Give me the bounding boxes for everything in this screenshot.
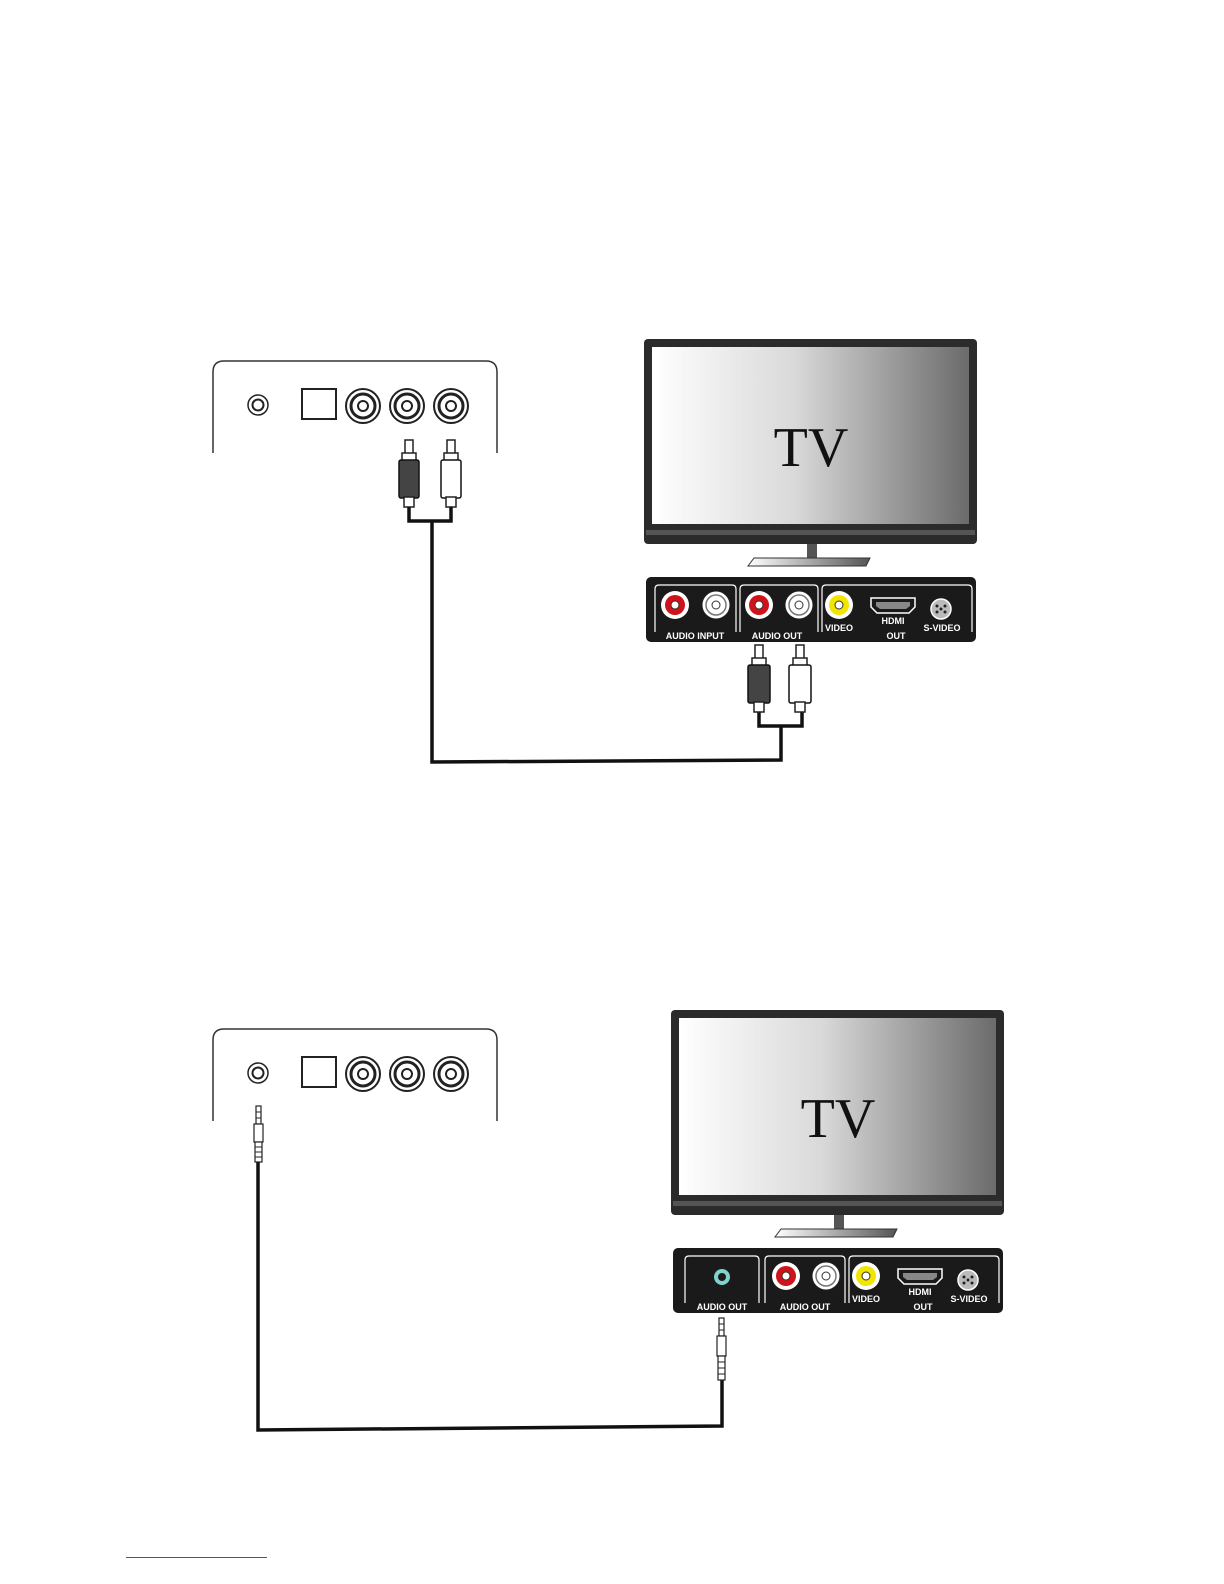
audio-plug-35mm-icon (717, 1318, 726, 1380)
hdmi-port-icon (871, 598, 915, 613)
video-label: VIDEO (825, 623, 853, 633)
svideo-label: S-VIDEO (950, 1294, 987, 1304)
tv-icon: TV (671, 1010, 1004, 1237)
rca-port-icon (346, 389, 380, 423)
power-jack-icon (248, 1063, 268, 1083)
audio-out-label: AUDIO OUT (752, 631, 803, 641)
footer-divider (126, 1557, 267, 1558)
svideo-label: S-VIDEO (923, 623, 960, 633)
out-label: OUT (887, 631, 907, 641)
out-label: OUT (914, 1302, 934, 1312)
yellow-jack-icon (825, 591, 853, 619)
rca-plug-black-icon (748, 645, 770, 712)
audio-cable (258, 1162, 722, 1430)
white-jack-icon (702, 591, 730, 619)
audio-input-label: AUDIO INPUT (666, 631, 725, 641)
rca-port-icon (434, 389, 468, 423)
yellow-jack-icon (852, 1262, 880, 1290)
rca-port-icon (390, 389, 424, 423)
optical-port-icon (302, 1057, 336, 1087)
rca-port-icon (434, 1057, 468, 1091)
tv-icon: TV (644, 339, 977, 566)
rca-plug-white-icon (789, 645, 811, 712)
red-jack-icon (745, 591, 773, 619)
optical-port-icon (302, 389, 336, 419)
svideo-port-icon (958, 1270, 978, 1290)
hdmi-label: HDMI (882, 616, 905, 626)
red-jack-icon (661, 591, 689, 619)
audio-out-label: AUDIO OUT (780, 1302, 831, 1312)
red-jack-icon (772, 1262, 800, 1290)
white-jack-icon (812, 1262, 840, 1290)
diagram-35mm-audio: TV (213, 1010, 1004, 1430)
power-jack-icon (248, 395, 268, 415)
rca-port-icon (390, 1057, 424, 1091)
device-box (213, 361, 497, 453)
video-label: VIDEO (852, 1294, 880, 1304)
tv-label: TV (801, 1088, 876, 1150)
tv-connection-panel: AUDIO OUT AUDIO OUT VIDEO HDMI OUT S-VID… (673, 1248, 1003, 1313)
teal-jack-icon (714, 1269, 730, 1285)
white-jack-icon (785, 591, 813, 619)
tv-connection-panel: AUDIO INPUT AUDIO OUT VIDEO HDMI OUT S-V… (646, 577, 976, 642)
tv-label: TV (774, 417, 849, 479)
hdmi-port-icon (898, 1269, 942, 1284)
rca-port-icon (346, 1057, 380, 1091)
svideo-port-icon (931, 599, 951, 619)
hdmi-label: HDMI (909, 1287, 932, 1297)
audio-out-label: AUDIO OUT (697, 1302, 748, 1312)
diagram-rca-audio: TV (213, 339, 977, 762)
